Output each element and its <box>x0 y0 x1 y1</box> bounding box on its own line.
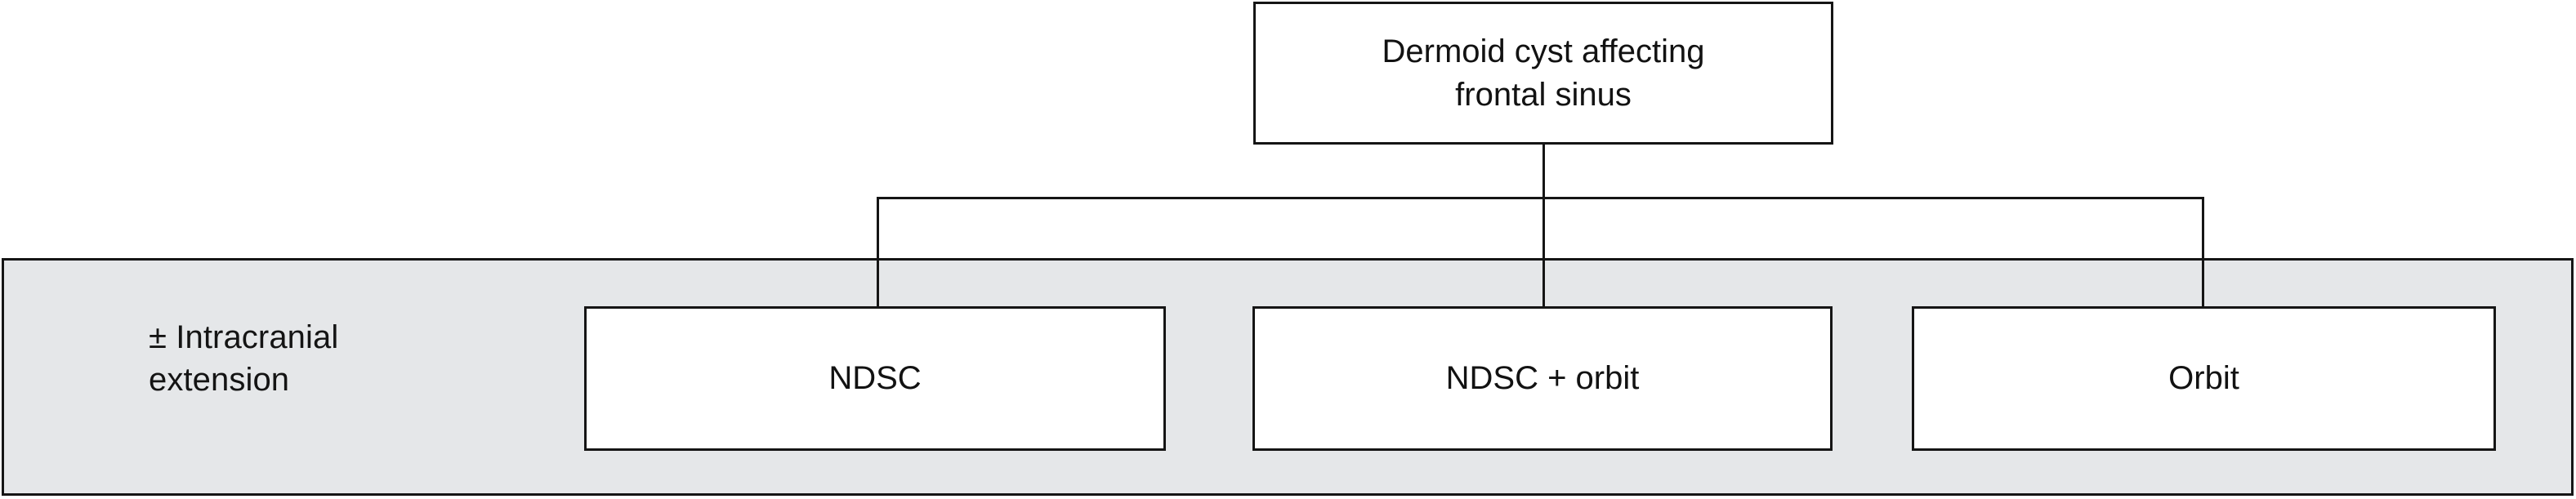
edge-drop-to-ndsc-orbit <box>1542 197 1545 308</box>
node-root: Dermoid cyst affecting frontal sinus <box>1253 2 1833 145</box>
node-ndsc-label: NDSC <box>828 360 922 397</box>
node-ndsc-orbit-label: NDSC + orbit <box>1445 360 1640 397</box>
edge-root-stem <box>1542 145 1545 199</box>
node-ndsc: NDSC <box>584 306 1166 451</box>
edge-drop-to-orbit <box>2202 197 2204 308</box>
node-orbit-label: Orbit <box>2168 360 2239 397</box>
edge-distribution-bus <box>877 197 2204 199</box>
node-ndsc-orbit: NDSC + orbit <box>1252 306 1833 451</box>
band-label: ± Intracranial extension <box>149 319 339 398</box>
node-orbit: Orbit <box>1912 306 2496 451</box>
edge-drop-to-ndsc <box>877 197 879 308</box>
node-root-label: Dermoid cyst affecting frontal sinus <box>1382 33 1705 113</box>
